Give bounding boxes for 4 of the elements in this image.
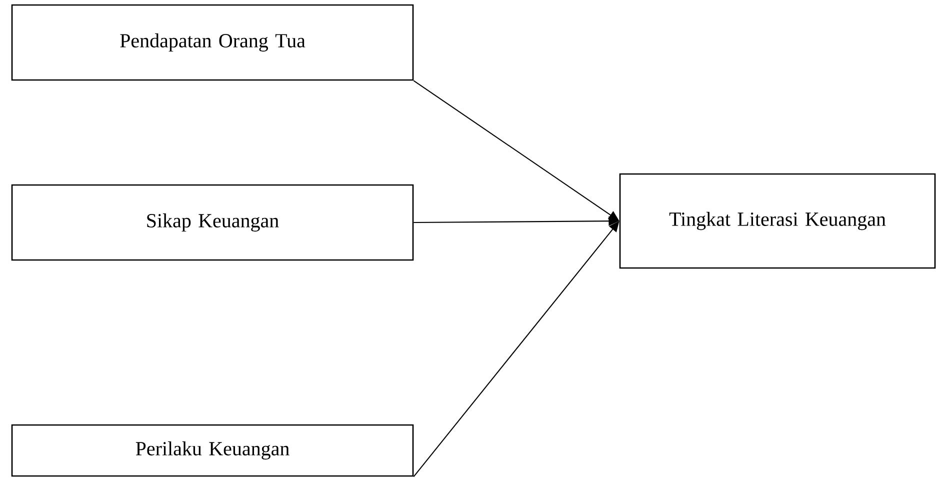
text-box: Perilaku Keuangan — [11, 424, 414, 477]
text-box: Tingkat Literasi Keuangan — [619, 173, 936, 269]
text-box: Pendapatan Orang Tua — [11, 4, 414, 81]
text-box: Sikap Keuangan — [11, 184, 414, 261]
